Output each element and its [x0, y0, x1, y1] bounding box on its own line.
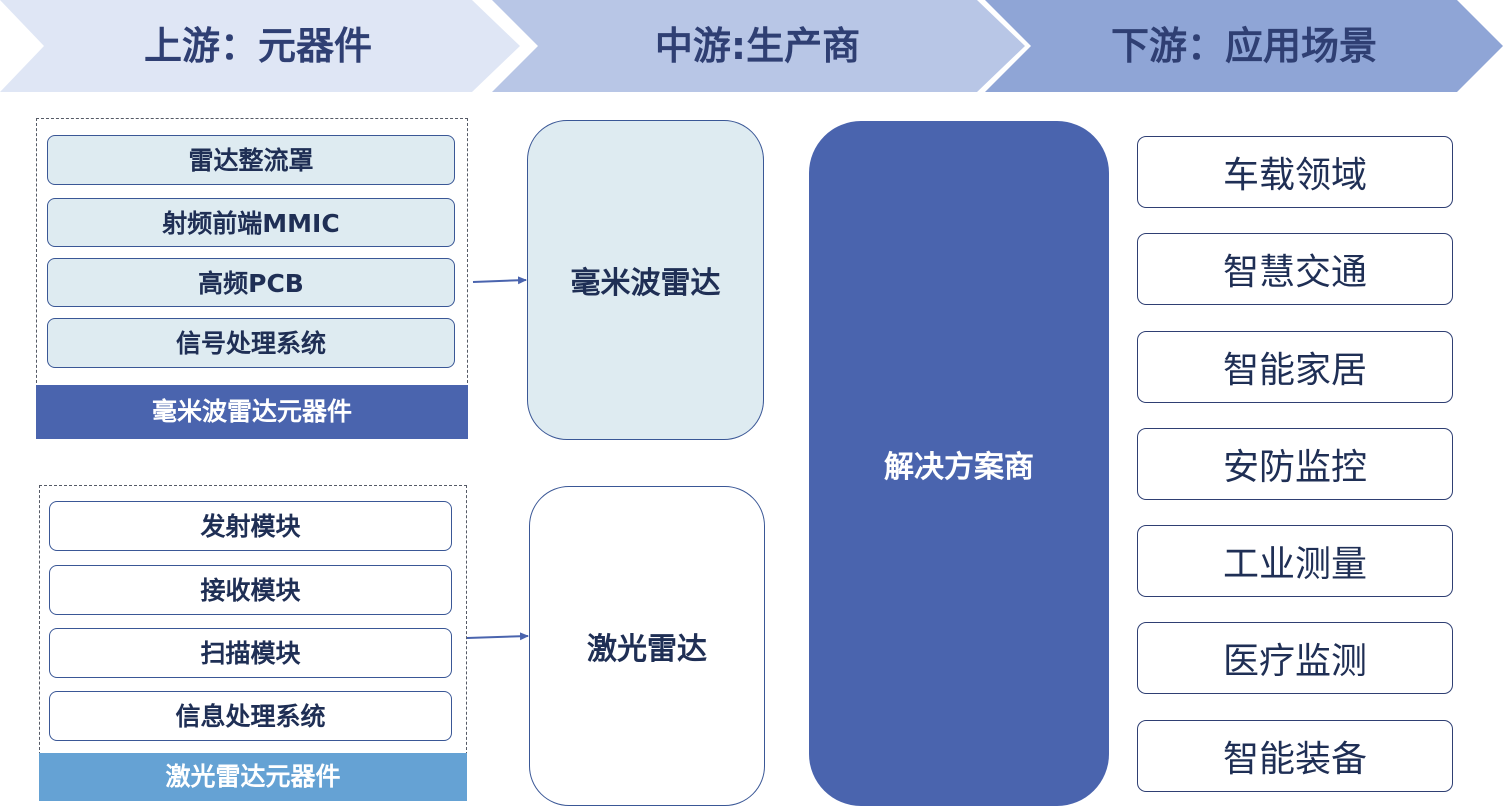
stage-label-upstream: 上游：元器件 [143, 24, 372, 68]
mmwave-components-label: 毫米波雷达元器件 [36, 385, 468, 439]
stage-label-downstream: 下游：应用场景 [1110, 24, 1377, 68]
mmwave-item-radome: 雷达整流罩 [47, 135, 455, 185]
application-vehicle: 车载领域 [1137, 136, 1453, 208]
arrow-mmwave-to-radar [472, 276, 527, 285]
stage-chevron-midstream: 中游:生产商 [492, 0, 1025, 92]
application-smart-equipment: 智能装备 [1137, 720, 1453, 792]
application-medical: 医疗监测 [1137, 622, 1453, 694]
mmwave-radar-box: 毫米波雷达 [527, 120, 764, 440]
mmwave-item-mmic: 射频前端MMIC [47, 198, 455, 247]
solution-provider-box: 解决方案商 [809, 121, 1109, 806]
stage-chevron-downstream: 下游：应用场景 [985, 0, 1505, 92]
lidar-components-label: 激光雷达元器件 [39, 753, 467, 801]
mmwave-item-pcb: 高频PCB [47, 258, 455, 307]
mmwave-item-signal-processing: 信号处理系统 [47, 318, 455, 368]
chevron-shape [985, 0, 1503, 92]
application-smart-traffic: 智慧交通 [1137, 233, 1453, 305]
application-smart-home: 智能家居 [1137, 331, 1453, 403]
lidar-box: 激光雷达 [529, 486, 765, 806]
arrow-lidar-to-lidar [466, 632, 529, 641]
stage-label-midstream: 中游:生产商 [654, 24, 861, 68]
lidar-item-emitter: 发射模块 [49, 501, 452, 551]
stage-chevron-upstream: 上游：元器件 [0, 0, 520, 92]
application-security: 安防监控 [1137, 428, 1453, 500]
lidar-item-receiver: 接收模块 [49, 565, 452, 615]
lidar-item-info-processing: 信息处理系统 [49, 691, 452, 741]
chevron-shape [492, 0, 1025, 92]
application-industrial: 工业测量 [1137, 525, 1453, 597]
lidar-item-scanner: 扫描模块 [49, 628, 452, 678]
chevron-shape [0, 0, 520, 92]
